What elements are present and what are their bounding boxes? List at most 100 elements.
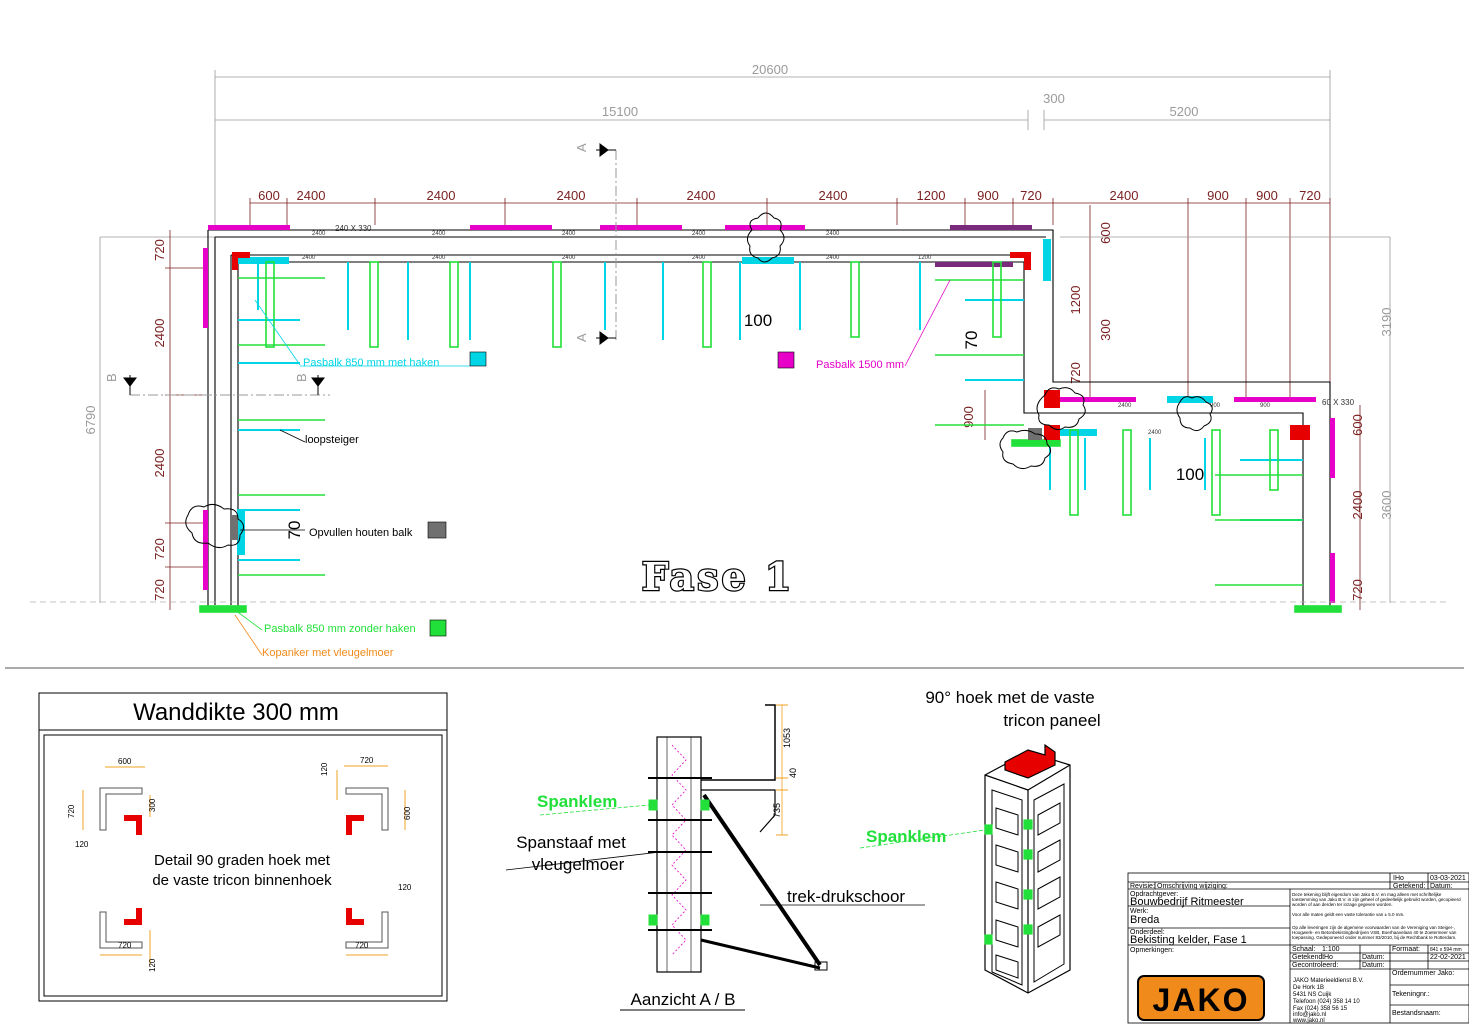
- detail-title: Wanddikte 300 mm: [133, 699, 339, 726]
- dim-right-width: 5200: [1170, 104, 1199, 119]
- svg-text:120: 120: [75, 840, 89, 849]
- dim-left-4: 720: [152, 579, 167, 601]
- dim-left-width: 15100: [602, 104, 638, 119]
- svg-text:22-02-2021: 22-02-2021: [1430, 954, 1466, 961]
- detail-caption-2: de vaste tricon binnenhoek: [152, 872, 332, 889]
- svg-text:1:100: 1:100: [1322, 946, 1340, 953]
- dim-top-4: 2400: [687, 188, 716, 203]
- spanstaaf-line-2: vleugelmoer: [532, 855, 625, 874]
- svg-text:120: 120: [320, 762, 329, 776]
- svg-text:JAKO Materieeldienst B.V.: JAKO Materieeldienst B.V.: [1293, 978, 1364, 984]
- overall-dimensions: [214, 70, 1331, 230]
- section-view-title: Aanzicht A / B: [631, 990, 736, 1009]
- dim-top-1: 2400: [297, 188, 326, 203]
- dim-top-2: 2400: [427, 188, 456, 203]
- svg-text:Fax (024) 358 56 15: Fax (024) 358 56 15: [1293, 1006, 1348, 1012]
- dim-right-4: 900: [961, 406, 976, 428]
- svg-text:300: 300: [148, 798, 157, 812]
- svg-text:IHo: IHo: [1393, 875, 1404, 882]
- revision-clouds: [185, 212, 1213, 549]
- dim-top-8: 720: [1020, 188, 1042, 203]
- dim-100-b: 100: [1176, 465, 1204, 484]
- dim-right-0: 600: [1098, 222, 1113, 244]
- svg-text:Schaal:: Schaal:: [1292, 946, 1315, 953]
- dim-right-2: 300: [1098, 319, 1113, 341]
- svg-text:2400: 2400: [312, 231, 326, 237]
- svg-text:www.jako.nl: www.jako.nl: [1292, 1018, 1325, 1024]
- title-block: [1127, 872, 1469, 1024]
- svg-text:1200: 1200: [918, 255, 932, 261]
- dim-total-width: 20600: [752, 62, 788, 77]
- svg-text:2400: 2400: [432, 231, 446, 237]
- svg-text:120: 120: [148, 958, 157, 972]
- svg-text:toestemming van Jako B.V. in z: toestemming van Jako B.V. in zijn geheel…: [1292, 897, 1461, 902]
- phase-title: Fase 1: [642, 554, 795, 599]
- section-b-left: B: [104, 373, 119, 382]
- client-name: Bouwbedrijf Ritmeester: [1130, 896, 1244, 908]
- panel-small-labels: 2400 2400 2400 2400 2400 2400 2400 2400 …: [302, 231, 1271, 436]
- legend-kopanker: Kopanker met vleugelmoer: [262, 647, 394, 659]
- svg-text:2400: 2400: [1118, 403, 1132, 409]
- svg-text:Formaat:: Formaat:: [1392, 946, 1420, 953]
- dim-left-2: 2400: [152, 449, 167, 478]
- legend-swatch-green: [429, 619, 447, 637]
- svg-text:120: 120: [398, 883, 412, 892]
- dim-right-lower-1: 2400: [1350, 491, 1365, 520]
- svg-text:03-03-2021: 03-03-2021: [1430, 875, 1466, 882]
- dim-left-3: 720: [152, 538, 167, 560]
- dim-top-12: 720: [1299, 188, 1321, 203]
- right-dim-lines: [984, 205, 1391, 610]
- corner-elements: [231, 252, 1310, 540]
- svg-text:Datum:: Datum:: [1362, 954, 1385, 961]
- svg-text:2400: 2400: [1148, 430, 1162, 436]
- dim-top-10: 900: [1207, 188, 1229, 203]
- legend-swatch-magenta: [777, 351, 795, 369]
- dim-top-11: 900: [1256, 188, 1278, 203]
- svg-text:720: 720: [360, 756, 374, 765]
- section-mark-a: [596, 143, 617, 345]
- part-name: Bekisting kelder, Fase 1: [1130, 934, 1247, 946]
- green-props: [199, 261, 1342, 613]
- legend-leaders: [234, 279, 951, 656]
- section-b-right: B: [294, 373, 309, 382]
- svg-text:info@jako.nl: info@jako.nl: [1293, 1012, 1326, 1018]
- title-block-text: IHo 03-03-2021 Revisie: Omschrijving wij…: [1130, 875, 1466, 1024]
- svg-text:Werk:: Werk:: [1130, 908, 1148, 915]
- svg-text:5431 NS Cuijk: 5431 NS Cuijk: [1293, 992, 1332, 998]
- project-name: Breda: [1130, 914, 1160, 926]
- svg-text:Deze tekening blijft eigendom: Deze tekening blijft eigendom van Jako B…: [1292, 892, 1442, 897]
- svg-text:Revisie:: Revisie:: [1130, 883, 1155, 890]
- svg-text:Opdrachtgever:: Opdrachtgever:: [1130, 891, 1178, 898]
- section-a-top: A: [574, 143, 589, 152]
- top-row-dim-line: [249, 198, 1331, 400]
- legend-pasbalk-850-zonder: Pasbalk 850 mm zonder haken: [264, 623, 416, 635]
- dim-top-6: 1200: [917, 188, 946, 203]
- svg-text:841 x 594 mm: 841 x 594 mm: [1430, 947, 1462, 953]
- svg-text:2400: 2400: [692, 255, 706, 261]
- dim-gap: 300: [1043, 91, 1065, 106]
- corner-3d-view: [859, 743, 1071, 994]
- svg-text:Datum:: Datum:: [1430, 883, 1453, 890]
- magenta-walers: [203, 225, 1335, 603]
- svg-text:Onderdeel:: Onderdeel:: [1130, 929, 1165, 936]
- dim-left-1: 2400: [152, 319, 167, 348]
- svg-text:De Hork 1B: De Hork 1B: [1293, 985, 1324, 991]
- svg-text:toepassing. Gedeponeerd onder: toepassing. Gedeponeerd onder nummer 83/…: [1292, 935, 1456, 940]
- svg-text:900: 900: [1260, 403, 1271, 409]
- dim-right-lower-0: 600: [1350, 414, 1365, 436]
- svg-text:Telefoon (024) 358 14 10: Telefoon (024) 358 14 10: [1293, 999, 1360, 1005]
- svg-text:Opmerkingen:: Opmerkingen:: [1130, 947, 1174, 954]
- svg-text:Bestandsnaam:: Bestandsnaam:: [1392, 1010, 1441, 1017]
- section-view: [505, 704, 925, 973]
- svg-text:IHo: IHo: [1322, 954, 1333, 961]
- svg-text:Getekend:: Getekend:: [1292, 954, 1324, 961]
- legend-pasbalk-1500: Pasbalk 1500 mm: [816, 359, 904, 371]
- svg-text:worden of aan derden ter inzag: worden of aan derden ter inzage gegeven …: [1292, 902, 1393, 907]
- svg-text:900: 900: [1210, 403, 1221, 409]
- logo-text: JAKO: [1153, 982, 1250, 1018]
- corner-title-2: tricon paneel: [1003, 711, 1100, 730]
- dim-top-0: 600: [258, 188, 280, 203]
- dim-100-a: 100: [744, 311, 772, 330]
- wall-outline: [207, 229, 1331, 609]
